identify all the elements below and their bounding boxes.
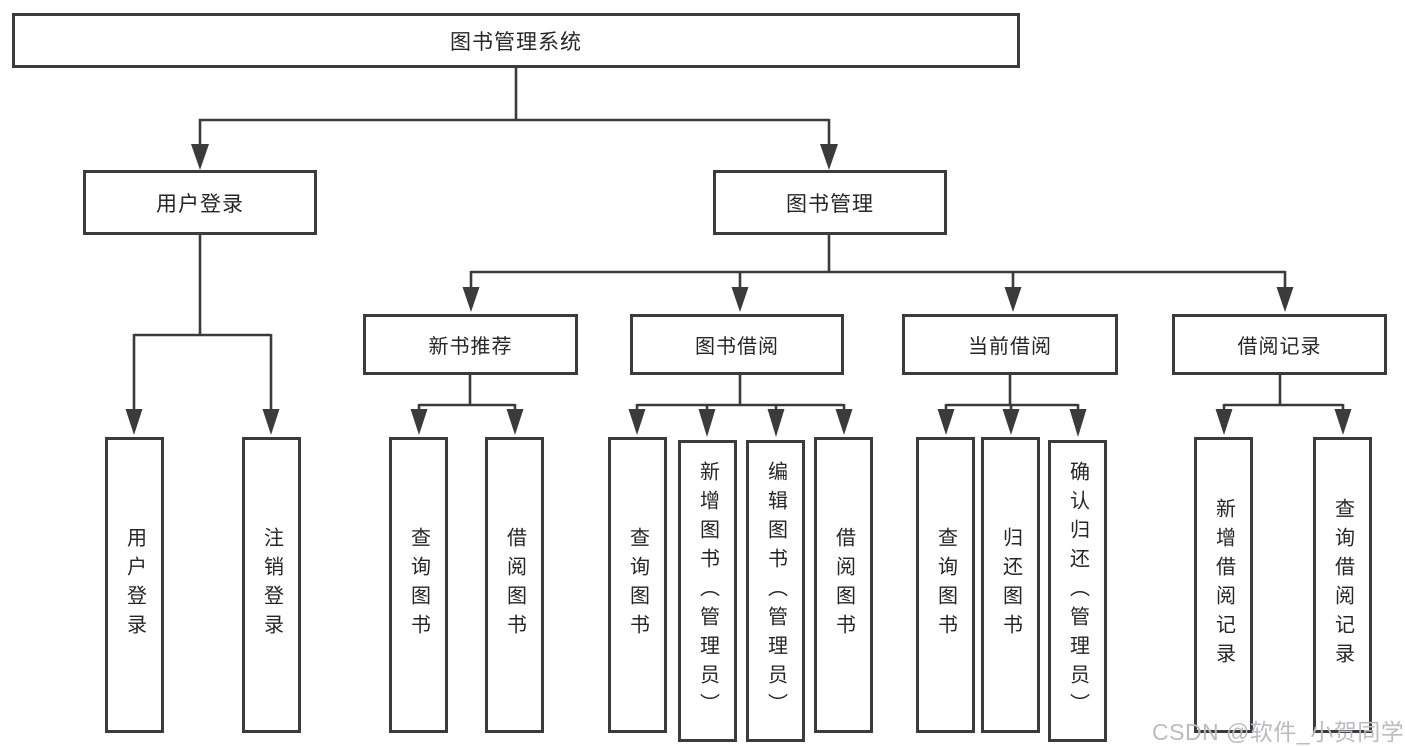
node-leaf-add-borrow-record: 新增借阅记录: [1194, 437, 1253, 733]
connector-book-borrow-to-leaves: [635, 375, 846, 411]
arrowheads-new-book-leaves: [410, 409, 524, 435]
connector-root-to-level1: [198, 67, 831, 146]
arrowheads-current-borrow-leaves: [937, 409, 1087, 437]
node-label: 查询图书: [934, 527, 957, 643]
node-label: 当前借阅: [968, 336, 1052, 358]
node-label: 借阅图书: [832, 527, 855, 643]
node-book-management-module: 图书管理: [713, 170, 947, 235]
csdn-watermark: CSDN @软件_小贺同学: [1152, 719, 1405, 745]
node-label: 确认归还（管理员）: [1066, 460, 1089, 722]
node-label: 查询图书: [407, 527, 430, 643]
node-label: 查询借阅记录: [1331, 498, 1354, 672]
node-new-book-recommend: 新书推荐: [363, 314, 578, 375]
node-system-root: 图书管理系统: [12, 13, 1020, 68]
arrowheads-user-login-leaves: [125, 409, 280, 435]
node-user-login-module: 用户登录: [83, 170, 317, 235]
node-label: 归还图书: [999, 527, 1022, 643]
node-current-borrow: 当前借阅: [902, 314, 1118, 375]
node-leaf-confirm-return-admin: 确认归还（管理员）: [1048, 440, 1107, 742]
node-leaf-query-books-recommend: 查询图书: [389, 437, 448, 733]
connector-user-login-to-leaves: [132, 235, 273, 411]
arrowheads-borrow-record-leaves: [1215, 409, 1352, 435]
node-label: 新书推荐: [428, 336, 513, 358]
node-label: 新增图书（管理员）: [696, 460, 719, 722]
connector-new-book-to-leaves: [417, 375, 517, 411]
node-label: 图书管理系统: [450, 30, 582, 54]
connector-borrow-record-to-leaves: [1222, 375, 1345, 411]
node-label: 图书管理: [786, 192, 874, 216]
node-label: 借阅记录: [1237, 336, 1322, 358]
node-leaf-borrow-books-recommend: 借阅图书: [485, 437, 544, 733]
node-label: 查询图书: [626, 527, 649, 643]
arrowheads-level1: [191, 144, 838, 170]
node-leaf-logout: 注销登录: [242, 437, 301, 733]
node-label: 图书借阅: [695, 336, 779, 358]
arrowheads-book-borrow-leaves: [628, 409, 853, 437]
node-leaf-return-books: 归还图书: [981, 437, 1040, 733]
connector-book-management-to-level2: [469, 235, 1287, 289]
node-label: 编辑图书（管理员）: [764, 460, 787, 722]
connector-current-borrow-to-leaves: [944, 375, 1080, 411]
node-label: 借阅图书: [503, 527, 526, 643]
node-leaf-edit-books-admin: 编辑图书（管理员）: [746, 440, 805, 742]
arrowheads-level2: [462, 287, 1294, 312]
node-borrow-record: 借阅记录: [1172, 314, 1387, 375]
node-label: 用户登录: [123, 527, 146, 643]
node-label: 用户登录: [156, 192, 244, 216]
node-leaf-user-login: 用户登录: [105, 437, 164, 733]
node-label: 注销登录: [260, 527, 283, 643]
node-leaf-query-borrow-record: 查询借阅记录: [1313, 437, 1372, 733]
node-leaf-add-books-admin: 新增图书（管理员）: [678, 440, 737, 742]
node-leaf-query-books-borrow: 查询图书: [608, 437, 667, 733]
node-label: 新增借阅记录: [1212, 498, 1235, 672]
node-book-borrow: 图书借阅: [630, 314, 844, 375]
node-leaf-borrow-books: 借阅图书: [814, 437, 873, 733]
node-leaf-query-books-current: 查询图书: [916, 437, 975, 733]
